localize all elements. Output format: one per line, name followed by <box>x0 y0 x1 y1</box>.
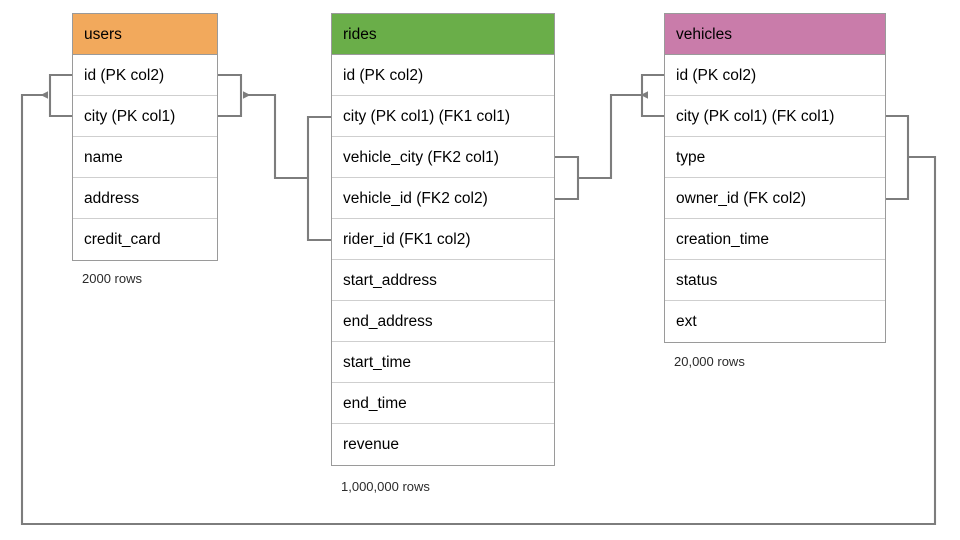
table-users[interactable]: users id (PK col2) city (PK col1) name a… <box>72 13 218 261</box>
table-users-row-count: 2000 rows <box>82 271 142 286</box>
table-rides-column-id[interactable]: id (PK col2) <box>332 55 554 96</box>
table-rides-column-vehicle-id[interactable]: vehicle_id (FK2 col2) <box>332 178 554 219</box>
table-vehicles-column-city[interactable]: city (PK col1) (FK col1) <box>665 96 885 137</box>
table-vehicles-column-owner-id[interactable]: owner_id (FK col2) <box>665 178 885 219</box>
table-rides-column-start-time[interactable]: start_time <box>332 342 554 383</box>
table-vehicles-column-status[interactable]: status <box>665 260 885 301</box>
table-rides-column-vehicle-city[interactable]: vehicle_city (FK2 col1) <box>332 137 554 178</box>
table-users-column-city[interactable]: city (PK col1) <box>73 96 217 137</box>
table-rides-column-start-address[interactable]: start_address <box>332 260 554 301</box>
table-vehicles-row-count: 20,000 rows <box>674 354 745 369</box>
table-users-column-id[interactable]: id (PK col2) <box>73 55 217 96</box>
edge-rides-right-bracket <box>555 155 580 201</box>
table-vehicles-column-creation-time[interactable]: creation_time <box>665 219 885 260</box>
table-vehicles-header: vehicles <box>665 14 885 55</box>
table-rides-column-end-time[interactable]: end_time <box>332 383 554 424</box>
table-rides-header: rides <box>332 14 554 55</box>
table-rides-column-city[interactable]: city (PK col1) (FK1 col1) <box>332 96 554 137</box>
table-vehicles-column-ext[interactable]: ext <box>665 301 885 342</box>
edge-vehicles-left-bracket <box>640 73 664 118</box>
table-vehicles-column-type[interactable]: type <box>665 137 885 178</box>
table-rides-column-revenue[interactable]: revenue <box>332 424 554 465</box>
table-rides[interactable]: rides id (PK col2) city (PK col1) (FK1 c… <box>331 13 555 466</box>
table-rides-row-count: 1,000,000 rows <box>341 479 430 494</box>
table-rides-column-end-address[interactable]: end_address <box>332 301 554 342</box>
edge-vehicles-right-bracket <box>886 114 910 201</box>
table-users-column-address[interactable]: address <box>73 178 217 219</box>
edge-users-right-bracket <box>218 73 243 118</box>
edge-rides-left-bracket <box>306 115 331 242</box>
edge-rides-to-users <box>243 91 308 180</box>
table-rides-column-rider-id[interactable]: rider_id (FK1 col2) <box>332 219 554 260</box>
edge-users-left-bracket <box>48 73 72 118</box>
table-vehicles-column-id[interactable]: id (PK col2) <box>665 55 885 96</box>
table-users-column-credit-card[interactable]: credit_card <box>73 219 217 260</box>
table-users-column-name[interactable]: name <box>73 137 217 178</box>
table-users-header: users <box>73 14 217 55</box>
table-vehicles[interactable]: vehicles id (PK col2) city (PK col1) (FK… <box>664 13 886 343</box>
edge-rides-to-vehicles <box>578 91 648 180</box>
